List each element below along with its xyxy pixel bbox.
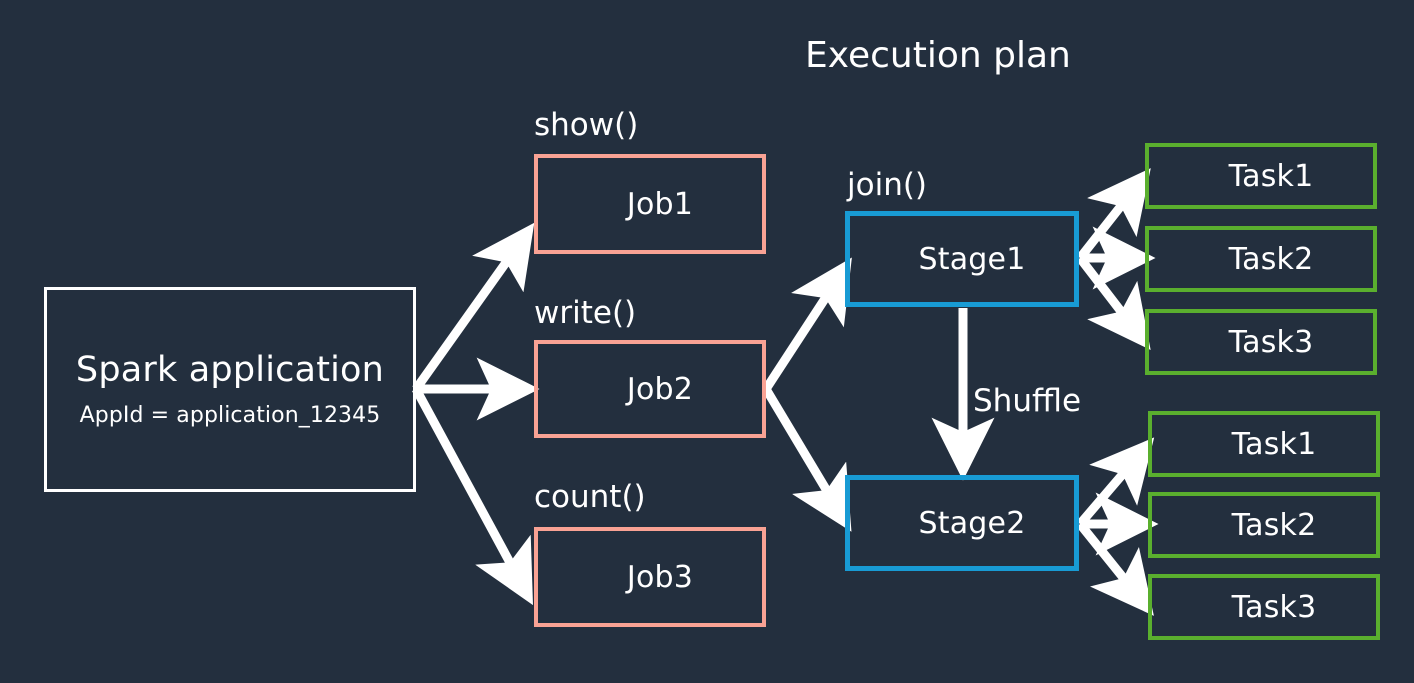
job2-label: Job2 — [626, 371, 694, 407]
arrow-stage2-to-tasks — [1076, 437, 1159, 616]
job2-action-label: write() — [534, 295, 637, 331]
stage2-task1-box: Task1 — [1148, 411, 1380, 477]
job3-box: Job3 — [534, 527, 766, 627]
stage1-task2-box: Task2 — [1145, 226, 1377, 292]
stage1-box: Stage1 — [845, 211, 1079, 307]
stage1-task3-box: Task3 — [1145, 309, 1377, 375]
stage2-task2-label: Task2 — [1231, 507, 1317, 543]
arrow-job2-to-stages — [762, 257, 852, 532]
stage1-task1-box: Task1 — [1145, 143, 1377, 209]
job1-action-label: show() — [534, 107, 639, 143]
job3-action-label: count() — [534, 479, 646, 515]
stage1-task1-label: Task1 — [1228, 158, 1314, 194]
spark-application-title: Spark application — [75, 349, 385, 390]
stage1-label: Stage1 — [918, 241, 1026, 277]
stage2-task1-label: Task1 — [1231, 426, 1317, 462]
stage2-task2-box: Task2 — [1148, 492, 1380, 558]
stage2-label: Stage2 — [918, 505, 1026, 541]
stage1-task2-label: Task2 — [1228, 241, 1314, 277]
stage2-task3-label: Task3 — [1231, 589, 1317, 625]
stage1-action-label: join() — [847, 167, 928, 203]
job1-label: Job1 — [626, 186, 694, 222]
arrow-app-to-jobs — [412, 222, 540, 606]
spark-application-appid: AppId = application_12345 — [79, 403, 381, 429]
job1-box: Job1 — [534, 154, 766, 254]
arrow-stage1-to-tasks — [1076, 168, 1156, 350]
stage1-task3-label: Task3 — [1228, 324, 1314, 360]
stage2-box: Stage2 — [845, 475, 1079, 571]
job2-box: Job2 — [534, 340, 766, 438]
job3-label: Job3 — [626, 559, 694, 595]
shuffle-label: Shuffle — [973, 383, 1082, 419]
stage2-task3-box: Task3 — [1148, 574, 1380, 640]
page-title: Execution plan — [805, 35, 1071, 76]
spark-application-box: Spark application AppId = application_12… — [44, 287, 416, 492]
